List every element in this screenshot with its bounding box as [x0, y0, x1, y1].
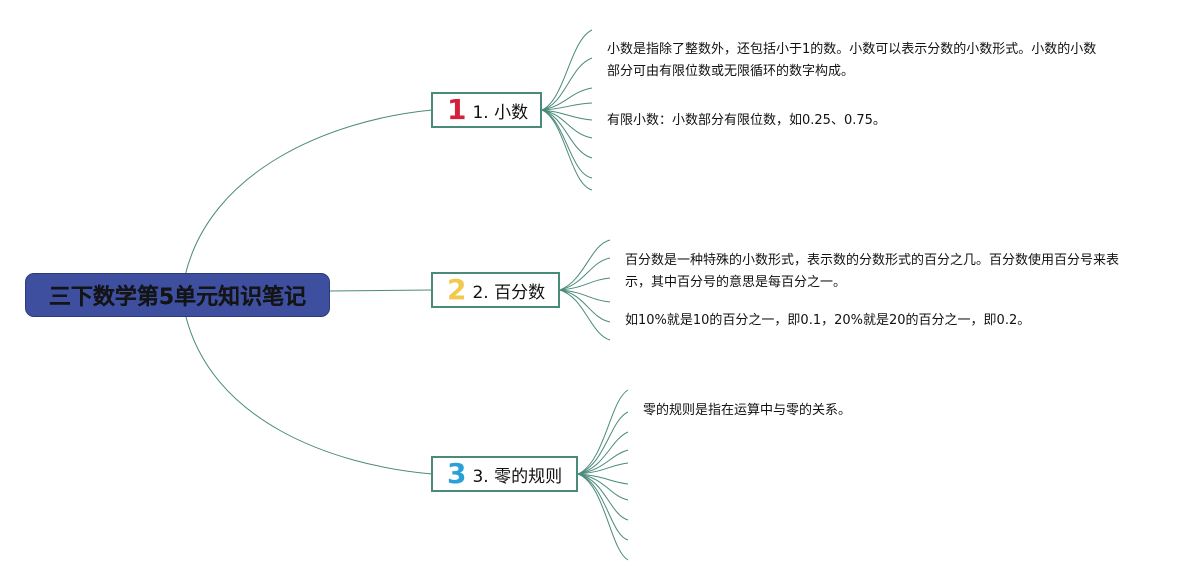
note-3-1: 零的规则是指在运算中与零的关系。 — [643, 403, 852, 418]
topic-node-3[interactable]: 3 3. 零的规则 — [431, 456, 578, 492]
topic-label-1: 1. 小数 — [472, 102, 529, 123]
note-1-2: 有限小数：小数部分有限位数，如0.25、0.75。 — [607, 113, 886, 128]
note-2-1: 百分数是一种特殊的小数形式，表示数的分数形式的百分之几。百分数使用百分号来表示，… — [625, 253, 1120, 290]
link-root-topic3 — [184, 312, 433, 475]
number-3-icon: 3 — [447, 457, 467, 490]
fan-topic1 — [541, 29, 593, 191]
topic-label-2: 2. 百分数 — [472, 282, 546, 303]
note-2-2: 如10%就是10的百分之一，即0.1，20%就是20的百分之一，即0.2。 — [625, 313, 1031, 328]
root-node[interactable]: 三下数学第5单元知识笔记 — [25, 273, 330, 317]
link-root-topic1 — [184, 109, 433, 277]
link-root-topic2 — [329, 289, 433, 292]
topic-node-1[interactable]: 1 1. 小数 — [431, 92, 542, 128]
topic-label-3: 3. 零的规则 — [472, 466, 563, 487]
fan-topic2 — [559, 239, 611, 341]
note-1-1: 小数是指除了整数外，还包括小于1的数。小数可以表示分数的小数形式。小数的小数部分… — [607, 42, 1097, 79]
number-2-icon: 2 — [447, 273, 467, 306]
topic-node-2[interactable]: 2 2. 百分数 — [431, 272, 560, 308]
root-title: 三下数学第5单元知识笔记 — [48, 285, 307, 310]
fan-topic3 — [577, 389, 629, 561]
number-1-icon: 1 — [447, 93, 467, 126]
